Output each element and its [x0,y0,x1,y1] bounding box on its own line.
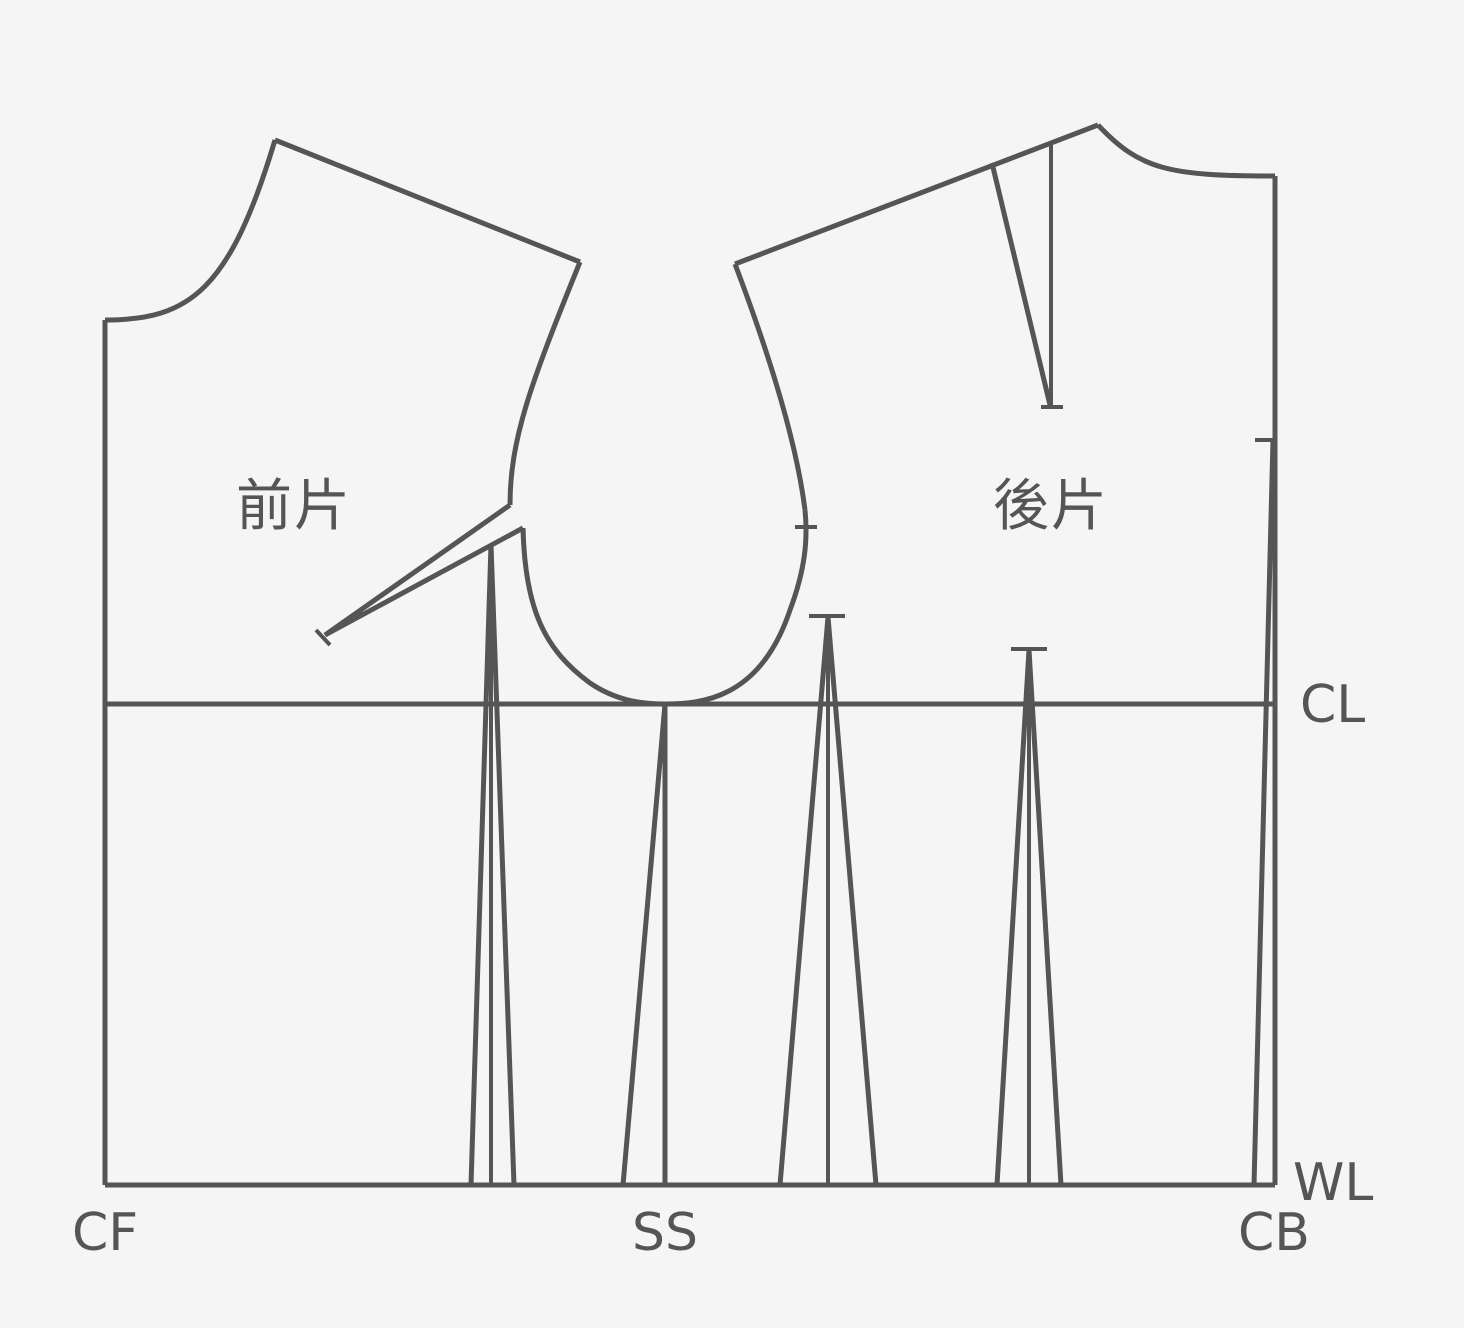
waist-line-label: WL [1293,1153,1373,1213]
front-neckline [104,139,278,323]
front-armhole-upper [507,261,583,506]
back-armhole-lower [664,509,809,707]
side-seam [620,703,668,1186]
front-armhole-lower [520,527,666,707]
center-back-label: CB [1238,1203,1310,1263]
side-seam-label: SS [632,1203,698,1263]
back-piece-label: 後片 [993,474,1109,539]
back-shoulder-line [734,122,1099,267]
back-neckline [1096,123,1276,179]
center-front-label: CF [72,1203,138,1263]
center-back-shaping [1251,439,1276,1186]
front-piece-label: 前片 [236,474,352,539]
back-armhole-upper [732,263,808,511]
bust-dart [323,502,525,638]
front-bodice [102,137,666,1186]
chest-line-label: CL [1300,675,1365,735]
side-seam-dart [620,703,668,1186]
back-bodice [664,122,1278,1186]
back-shoulder-dart [989,162,1053,406]
front-shoulder-line [274,137,581,265]
bust-dart-end-mark [314,628,332,647]
